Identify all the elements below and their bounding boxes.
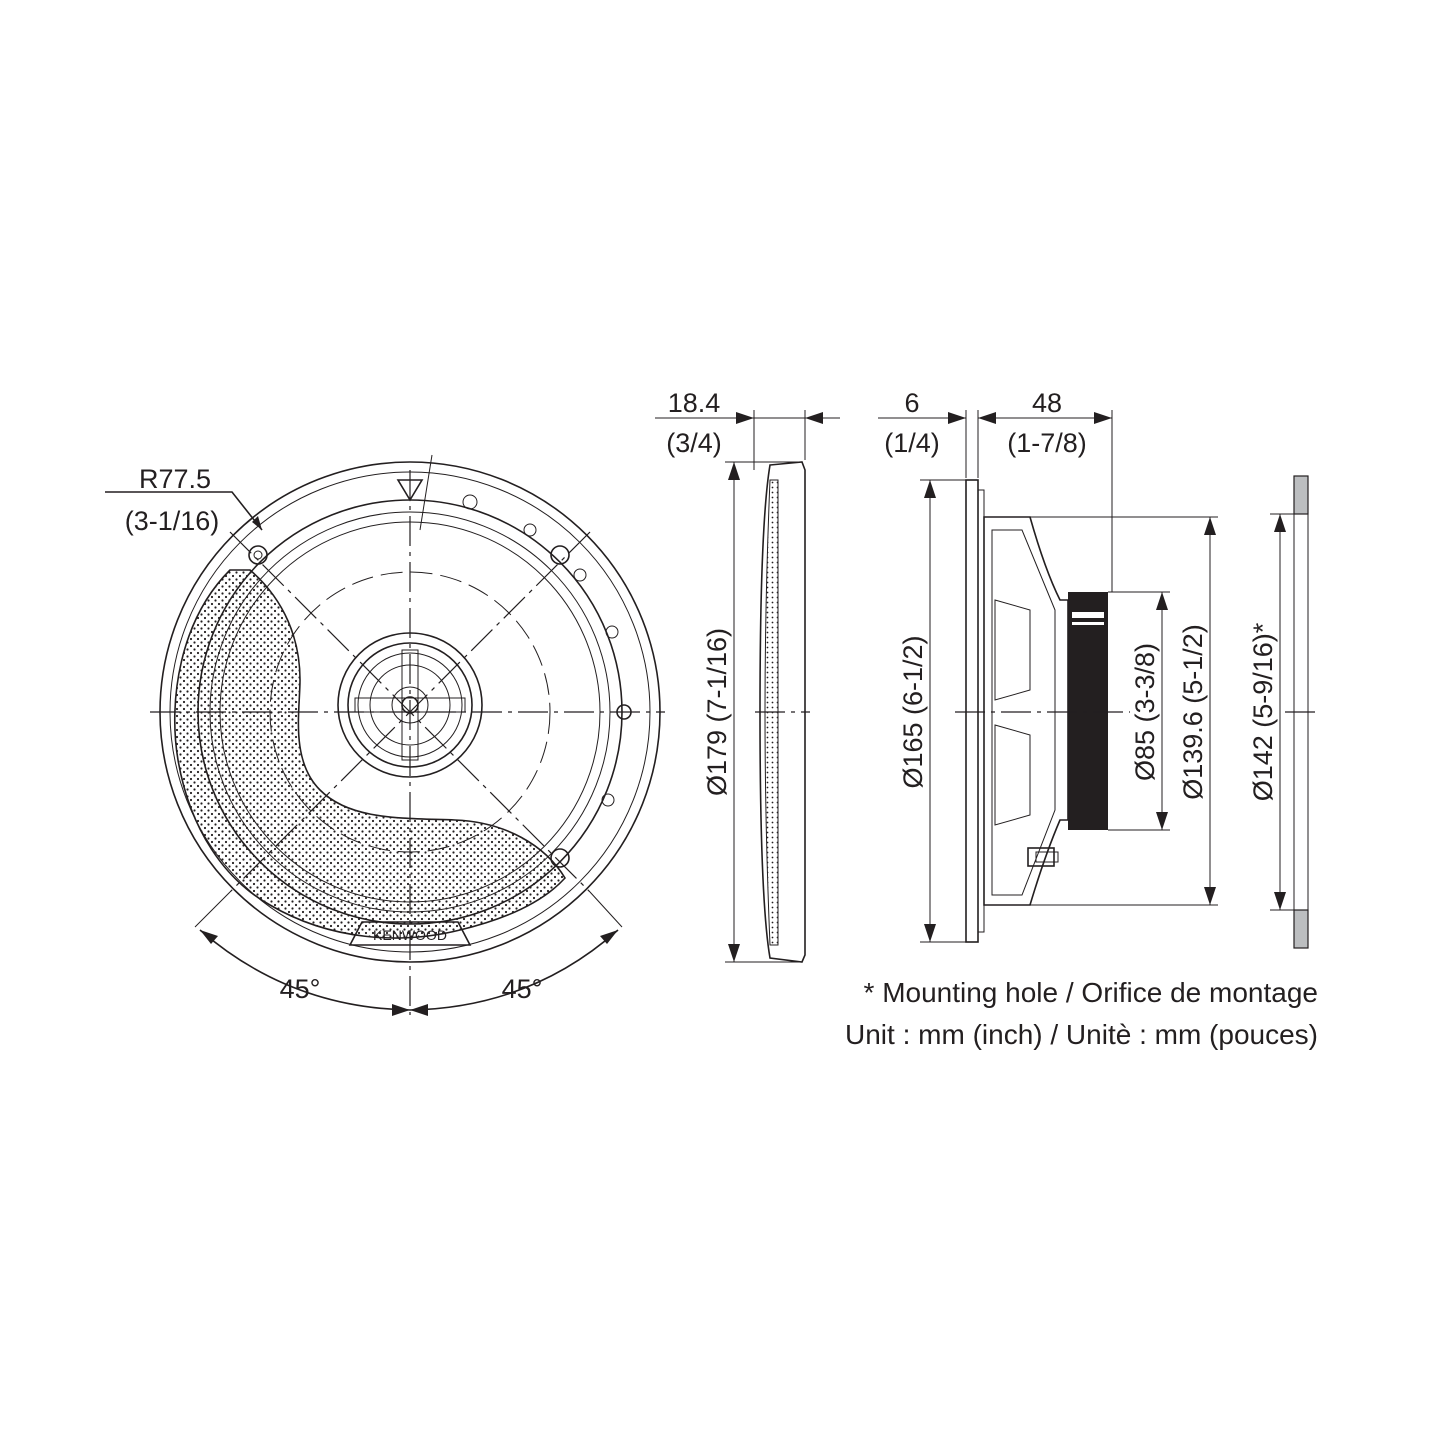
speaker-depth-label: 48 — [1032, 388, 1062, 418]
grille-profile — [759, 461, 806, 963]
angle-arc-left — [199, 929, 411, 1011]
radius-label: R77.5 — [139, 464, 211, 494]
mounting-hole-diameter-label: Ø142 (5-9/16)* — [1248, 622, 1278, 801]
grille-side-view: 18.4 (3/4) Ø179 (7-1/16) — [655, 388, 840, 963]
speaker-side-view: 6 (1/4) 48 (1-7/8) Ø165 (6-1/2) Ø85 (3-3… — [878, 388, 1218, 943]
radius-label-inch: (3-1/16) — [125, 506, 220, 536]
speaker-magnet — [1068, 592, 1108, 830]
unit-note: Unit : mm (inch) / Unitè : mm (pouces) — [845, 1019, 1318, 1050]
grille-depth-label: 18.4 — [668, 388, 721, 418]
speaker-flange-label: 6 — [904, 388, 919, 418]
angle-left-label: 45° — [280, 974, 321, 1004]
grille-mesh — [173, 569, 566, 939]
speaker-flange — [965, 479, 979, 943]
speaker-outer-diameter-label: Ø165 (6-1/2) — [898, 635, 928, 788]
mounting-hole-note: * Mounting hole / Orifice de montage — [864, 977, 1318, 1008]
grille-diameter-label: Ø179 (7-1/16) — [702, 628, 732, 796]
angle-arc-right — [409, 929, 619, 1011]
speaker-frame-diameter-label: Ø139.6 (5-1/2) — [1178, 624, 1208, 800]
grille-depth-label-inch: (3/4) — [666, 428, 722, 458]
angle-right-label: 45° — [502, 974, 543, 1004]
panel-upper — [1293, 475, 1309, 515]
speaker-terminal — [1027, 847, 1059, 867]
front-view: KENWOOD R77.5 (3-1/16) 45° 45° — [105, 454, 665, 1016]
speaker-flange-label-inch: (1/4) — [884, 428, 940, 458]
mounting-hole-view: Ø142 (5-9/16)* — [1248, 475, 1318, 949]
speaker-magnet-diameter-label: Ø85 (3-3/8) — [1130, 643, 1160, 781]
notes: * Mounting hole / Orifice de montage Uni… — [845, 977, 1318, 1050]
speaker-depth-label-inch: (1-7/8) — [1007, 428, 1087, 458]
radius-leader — [105, 491, 263, 531]
panel-lower — [1293, 909, 1309, 949]
